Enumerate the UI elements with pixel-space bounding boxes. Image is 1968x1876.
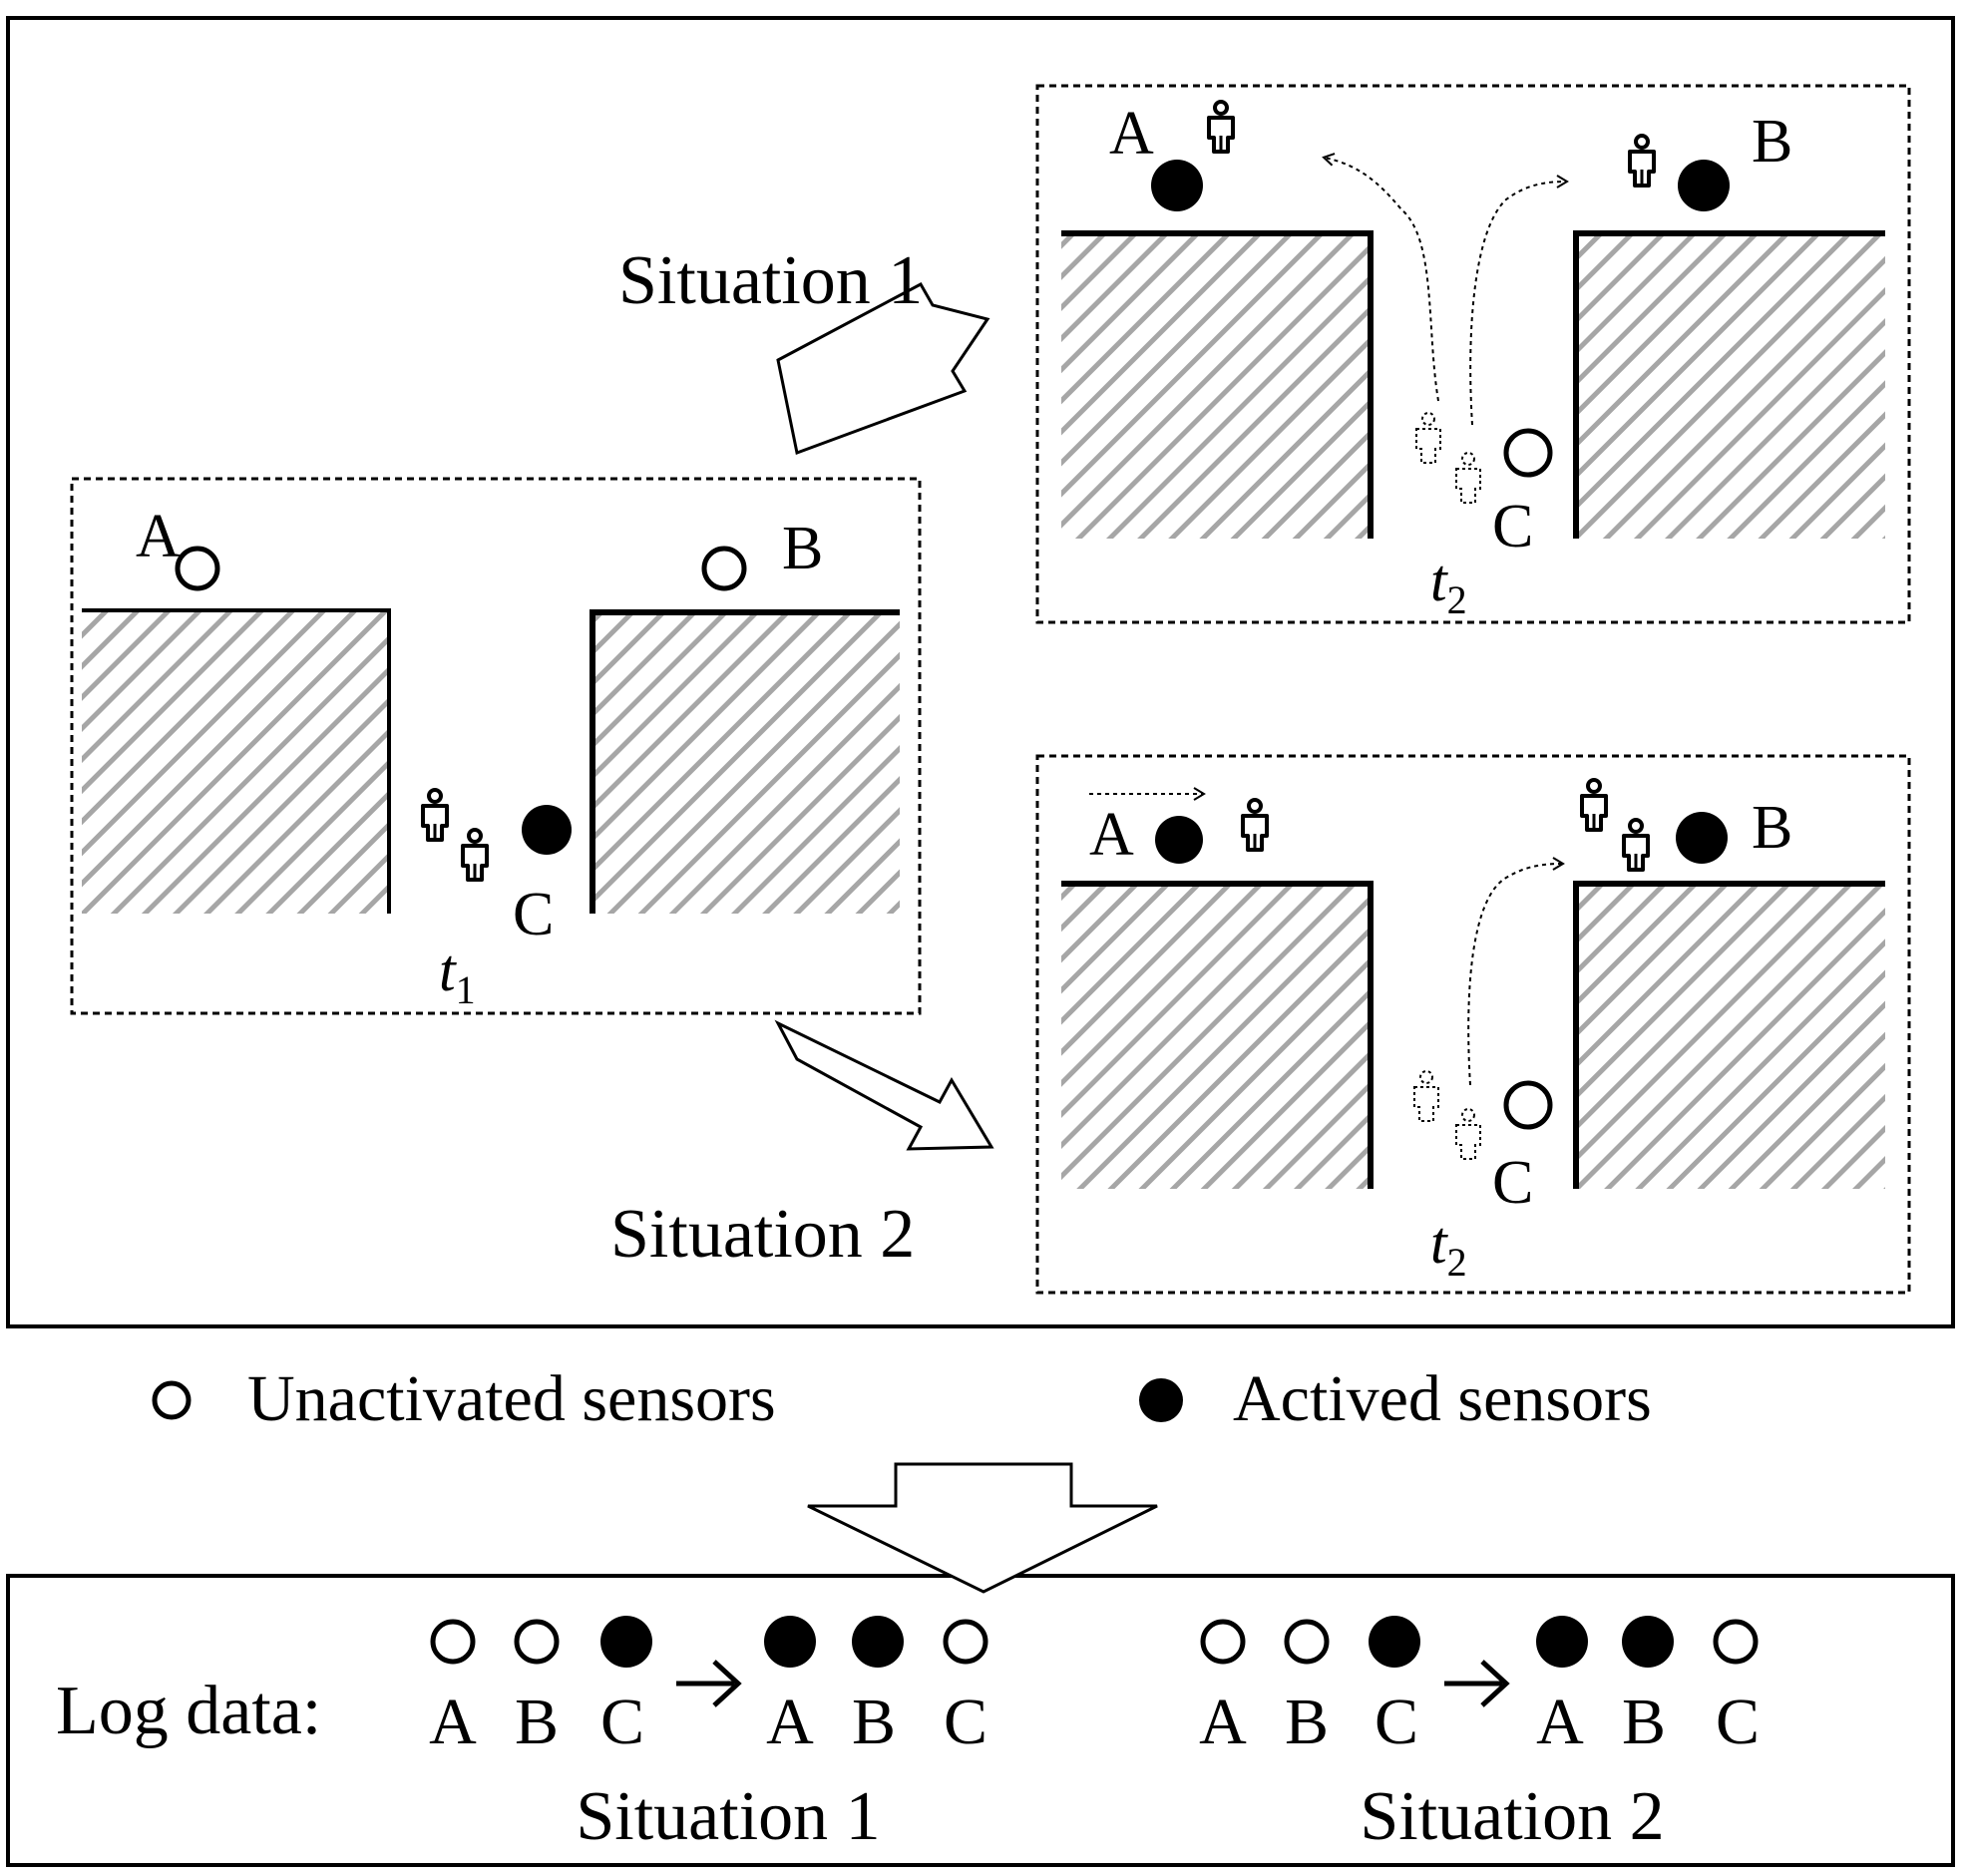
wall-right-outline: [590, 609, 900, 914]
sensor-label-a: A: [136, 503, 181, 570]
log-letter: B: [852, 1686, 896, 1758]
legend-activated-label: Actived sensors: [1233, 1362, 1652, 1435]
person-icon: [461, 828, 489, 882]
sensor-label-c: C: [1492, 493, 1533, 561]
person-icon: [1580, 778, 1608, 832]
wall-left-hatch: [1061, 233, 1371, 539]
derive-log-arrow: [807, 1462, 1158, 1594]
log-sensor-c-on-icon: [1369, 1616, 1420, 1668]
sensor-c-off-icon: [1503, 1080, 1553, 1130]
log-sensor-b-off-icon: [1284, 1619, 1330, 1665]
sequence-arrow-icon: [676, 1660, 742, 1707]
log-sensor-a-on-icon: [1536, 1616, 1588, 1668]
wall-right-hatch: [1576, 233, 1885, 539]
sensor-b-on-icon: [1678, 160, 1730, 211]
log-letter: B: [515, 1686, 559, 1758]
log-caption-situation-1: Situation 1: [576, 1778, 880, 1855]
wall-left-hatch: [82, 610, 389, 914]
sensor-a-on-icon: [1155, 816, 1203, 864]
person-trace-icon: [1455, 452, 1481, 504]
sensor-c-off-icon: [1503, 428, 1553, 478]
log-sensor-a-on-icon: [764, 1616, 816, 1668]
wall-left-outline: [82, 608, 391, 914]
movement-path-right: [1469, 175, 1569, 426]
legend-unactivated-label: Unactivated sensors: [247, 1362, 776, 1435]
legend: Unactivated sensors Actived sensors: [152, 1362, 1652, 1435]
panel-situation-2: A B C t2: [1035, 754, 1911, 1295]
wall-right-hatch: [1576, 884, 1885, 1189]
sensor-label-b: B: [1752, 794, 1792, 862]
panel-t1-border: [70, 477, 922, 1015]
sensor-label-a: A: [1109, 100, 1154, 168]
person-icon: [1622, 818, 1650, 872]
movement-path-b: [1467, 857, 1565, 1086]
wall-right-hatch: [594, 610, 900, 914]
transition-arrow-down: [774, 1019, 994, 1151]
wall-right-outline: [1573, 230, 1885, 539]
log-letter: C: [944, 1686, 987, 1758]
person-trace-icon: [1415, 412, 1441, 464]
transition-arrow-up: [776, 281, 990, 456]
wall-left-hatch: [1061, 884, 1371, 1189]
wall-right-outline: [1573, 881, 1885, 1189]
person-icon: [1207, 100, 1235, 154]
log-caption-situation-2: Situation 2: [1360, 1778, 1664, 1855]
time-label-t1: t1: [439, 938, 476, 1012]
log-letter: C: [600, 1686, 644, 1758]
log-letter: A: [429, 1686, 477, 1758]
situation-2-title: Situation 2: [610, 1196, 915, 1273]
log-letter: C: [1375, 1686, 1418, 1758]
person-trace-icon: [1413, 1070, 1439, 1122]
panel-s2-border: [1035, 754, 1911, 1295]
person-icon: [421, 788, 449, 842]
time-label-t2: t2: [1430, 1210, 1467, 1285]
log-letter: A: [1536, 1686, 1584, 1758]
situation-1-title: Situation 1: [618, 242, 923, 319]
sensor-a-off-icon: [175, 546, 220, 591]
wall-left-outline: [1061, 881, 1374, 1189]
log-sensor-b-off-icon: [514, 1619, 560, 1665]
log-letter: B: [1285, 1686, 1329, 1758]
time-label-t2: t2: [1430, 548, 1467, 622]
person-icon: [1628, 134, 1656, 188]
sensor-label-b: B: [1752, 108, 1792, 176]
log-label: Log data:: [56, 1673, 321, 1749]
wall-left-outline: [1061, 230, 1374, 539]
log-letter: A: [766, 1686, 814, 1758]
log-letter: C: [1716, 1686, 1760, 1758]
person-icon: [1241, 798, 1269, 852]
log-sensor-b-on-icon: [1622, 1616, 1674, 1668]
log-sequence-situation-2: A B C A B C Situation 2: [1199, 1616, 1760, 1855]
activated-sensor-legend-icon: [1139, 1378, 1183, 1422]
log-sensor-a-off-icon: [430, 1619, 476, 1665]
movement-path-left: [1322, 153, 1439, 402]
unactivated-sensor-legend-icon: [152, 1380, 192, 1420]
sensor-label-b: B: [782, 515, 823, 582]
sensor-b-off-icon: [701, 546, 747, 591]
log-letter: A: [1199, 1686, 1247, 1758]
sensor-label-c: C: [1492, 1149, 1533, 1217]
panel-s1-border: [1035, 84, 1911, 624]
sensor-label-c: C: [513, 881, 554, 948]
person-trace-icon: [1455, 1108, 1481, 1160]
log-sensor-c-on-icon: [600, 1616, 652, 1668]
log-letter: B: [1622, 1686, 1666, 1758]
log-sensor-b-on-icon: [852, 1616, 904, 1668]
log-sensor-c-off-icon: [1713, 1619, 1759, 1665]
panel-situation-1: A B C t2: [1035, 84, 1911, 624]
log-sensor-c-off-icon: [943, 1619, 988, 1665]
sensor-label-a: A: [1089, 801, 1134, 869]
sequence-arrow-icon: [1444, 1660, 1510, 1707]
panel-t1: A B C t1: [70, 477, 922, 1015]
sensor-c-on-icon: [522, 805, 572, 855]
sensor-a-on-icon: [1151, 160, 1203, 211]
scenario-frame: [6, 16, 1955, 1328]
sensor-b-on-icon: [1676, 812, 1728, 864]
log-sensor-a-off-icon: [1200, 1619, 1246, 1665]
log-sequence-situation-1: A B C A B C Situation 1: [429, 1616, 988, 1855]
